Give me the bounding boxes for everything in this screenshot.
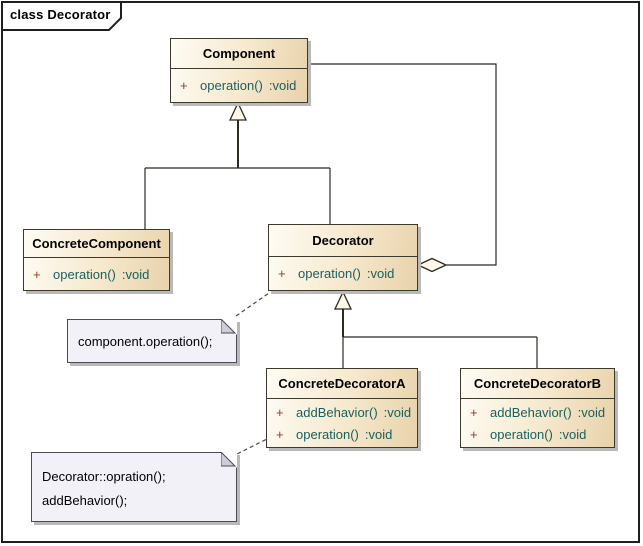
method-return-type: :void [558,426,587,442]
method-visibility: + [180,78,188,93]
method-row: + operation() :void [269,263,417,285]
class-name: Decorator [269,225,417,257]
hollow-triangle-arrow-icon [333,290,353,310]
method-return-type: :void [268,78,297,93]
class-box-component[interactable]: Component + operation() :void [170,38,308,103]
generalization-to-decorator [333,290,538,368]
class-box-decorator[interactable]: Decorator + operation() :void [268,224,418,291]
note-fold-icon [221,319,237,335]
method-row: + operation() :void [24,264,169,286]
class-name: ConcreteComponent [24,230,169,258]
class-box-concrete-decorator-b[interactable]: ConcreteDecoratorB + addBehavior() :void… [460,368,615,448]
method-visibility: + [470,426,478,442]
note-component-operation[interactable]: component.operation(); [67,319,237,363]
method-visibility: + [276,426,284,442]
aggregation-decorator-component [308,63,497,273]
method-visibility: + [470,404,478,420]
method-signature: operation() [298,266,361,281]
hollow-triangle-arrow-icon [228,101,248,121]
method-signature: operation() [53,266,116,282]
note-text: addBehavior(); [42,493,128,508]
note-decorator-operation[interactable]: Decorator::opration(); addBehavior(); [31,452,237,522]
method-return-type: :void [383,404,412,420]
method-row: + addBehavior() :void [461,402,614,424]
note-links [230,292,270,458]
method-signature: operation() [490,426,553,442]
class-name: ConcreteDecoratorA [267,369,417,399]
method-row: + operation() :void [461,424,614,446]
note-text: Decorator::opration(); [42,469,166,484]
method-signature: addBehavior() [490,404,572,420]
generalization-to-component [144,101,331,229]
class-name: Component [171,39,307,69]
method-signature: addBehavior() [296,404,378,420]
method-return-type: :void [364,426,393,442]
method-return-type: :void [366,266,395,281]
method-return-type: :void [577,404,606,420]
frame-title: class Decorator [10,7,111,22]
method-signature: operation() [296,426,359,442]
class-box-concrete-decorator-a[interactable]: ConcreteDecoratorA + addBehavior() :void… [266,368,418,448]
method-row: + addBehavior() :void [267,402,417,424]
note-fold-icon [221,452,237,468]
method-visibility: + [278,266,286,281]
method-return-type: :void [121,266,150,282]
method-visibility: + [276,404,284,420]
class-name: ConcreteDecoratorB [461,369,614,399]
method-row: + operation() :void [267,424,417,446]
aggregation-diamond-icon [416,257,448,273]
method-row: + operation() :void [171,75,307,97]
method-signature: operation() [200,78,263,93]
note-text: component.operation(); [78,334,213,349]
method-visibility: + [33,266,41,282]
class-box-concrete-component[interactable]: ConcreteComponent + operation() :void [23,229,170,291]
